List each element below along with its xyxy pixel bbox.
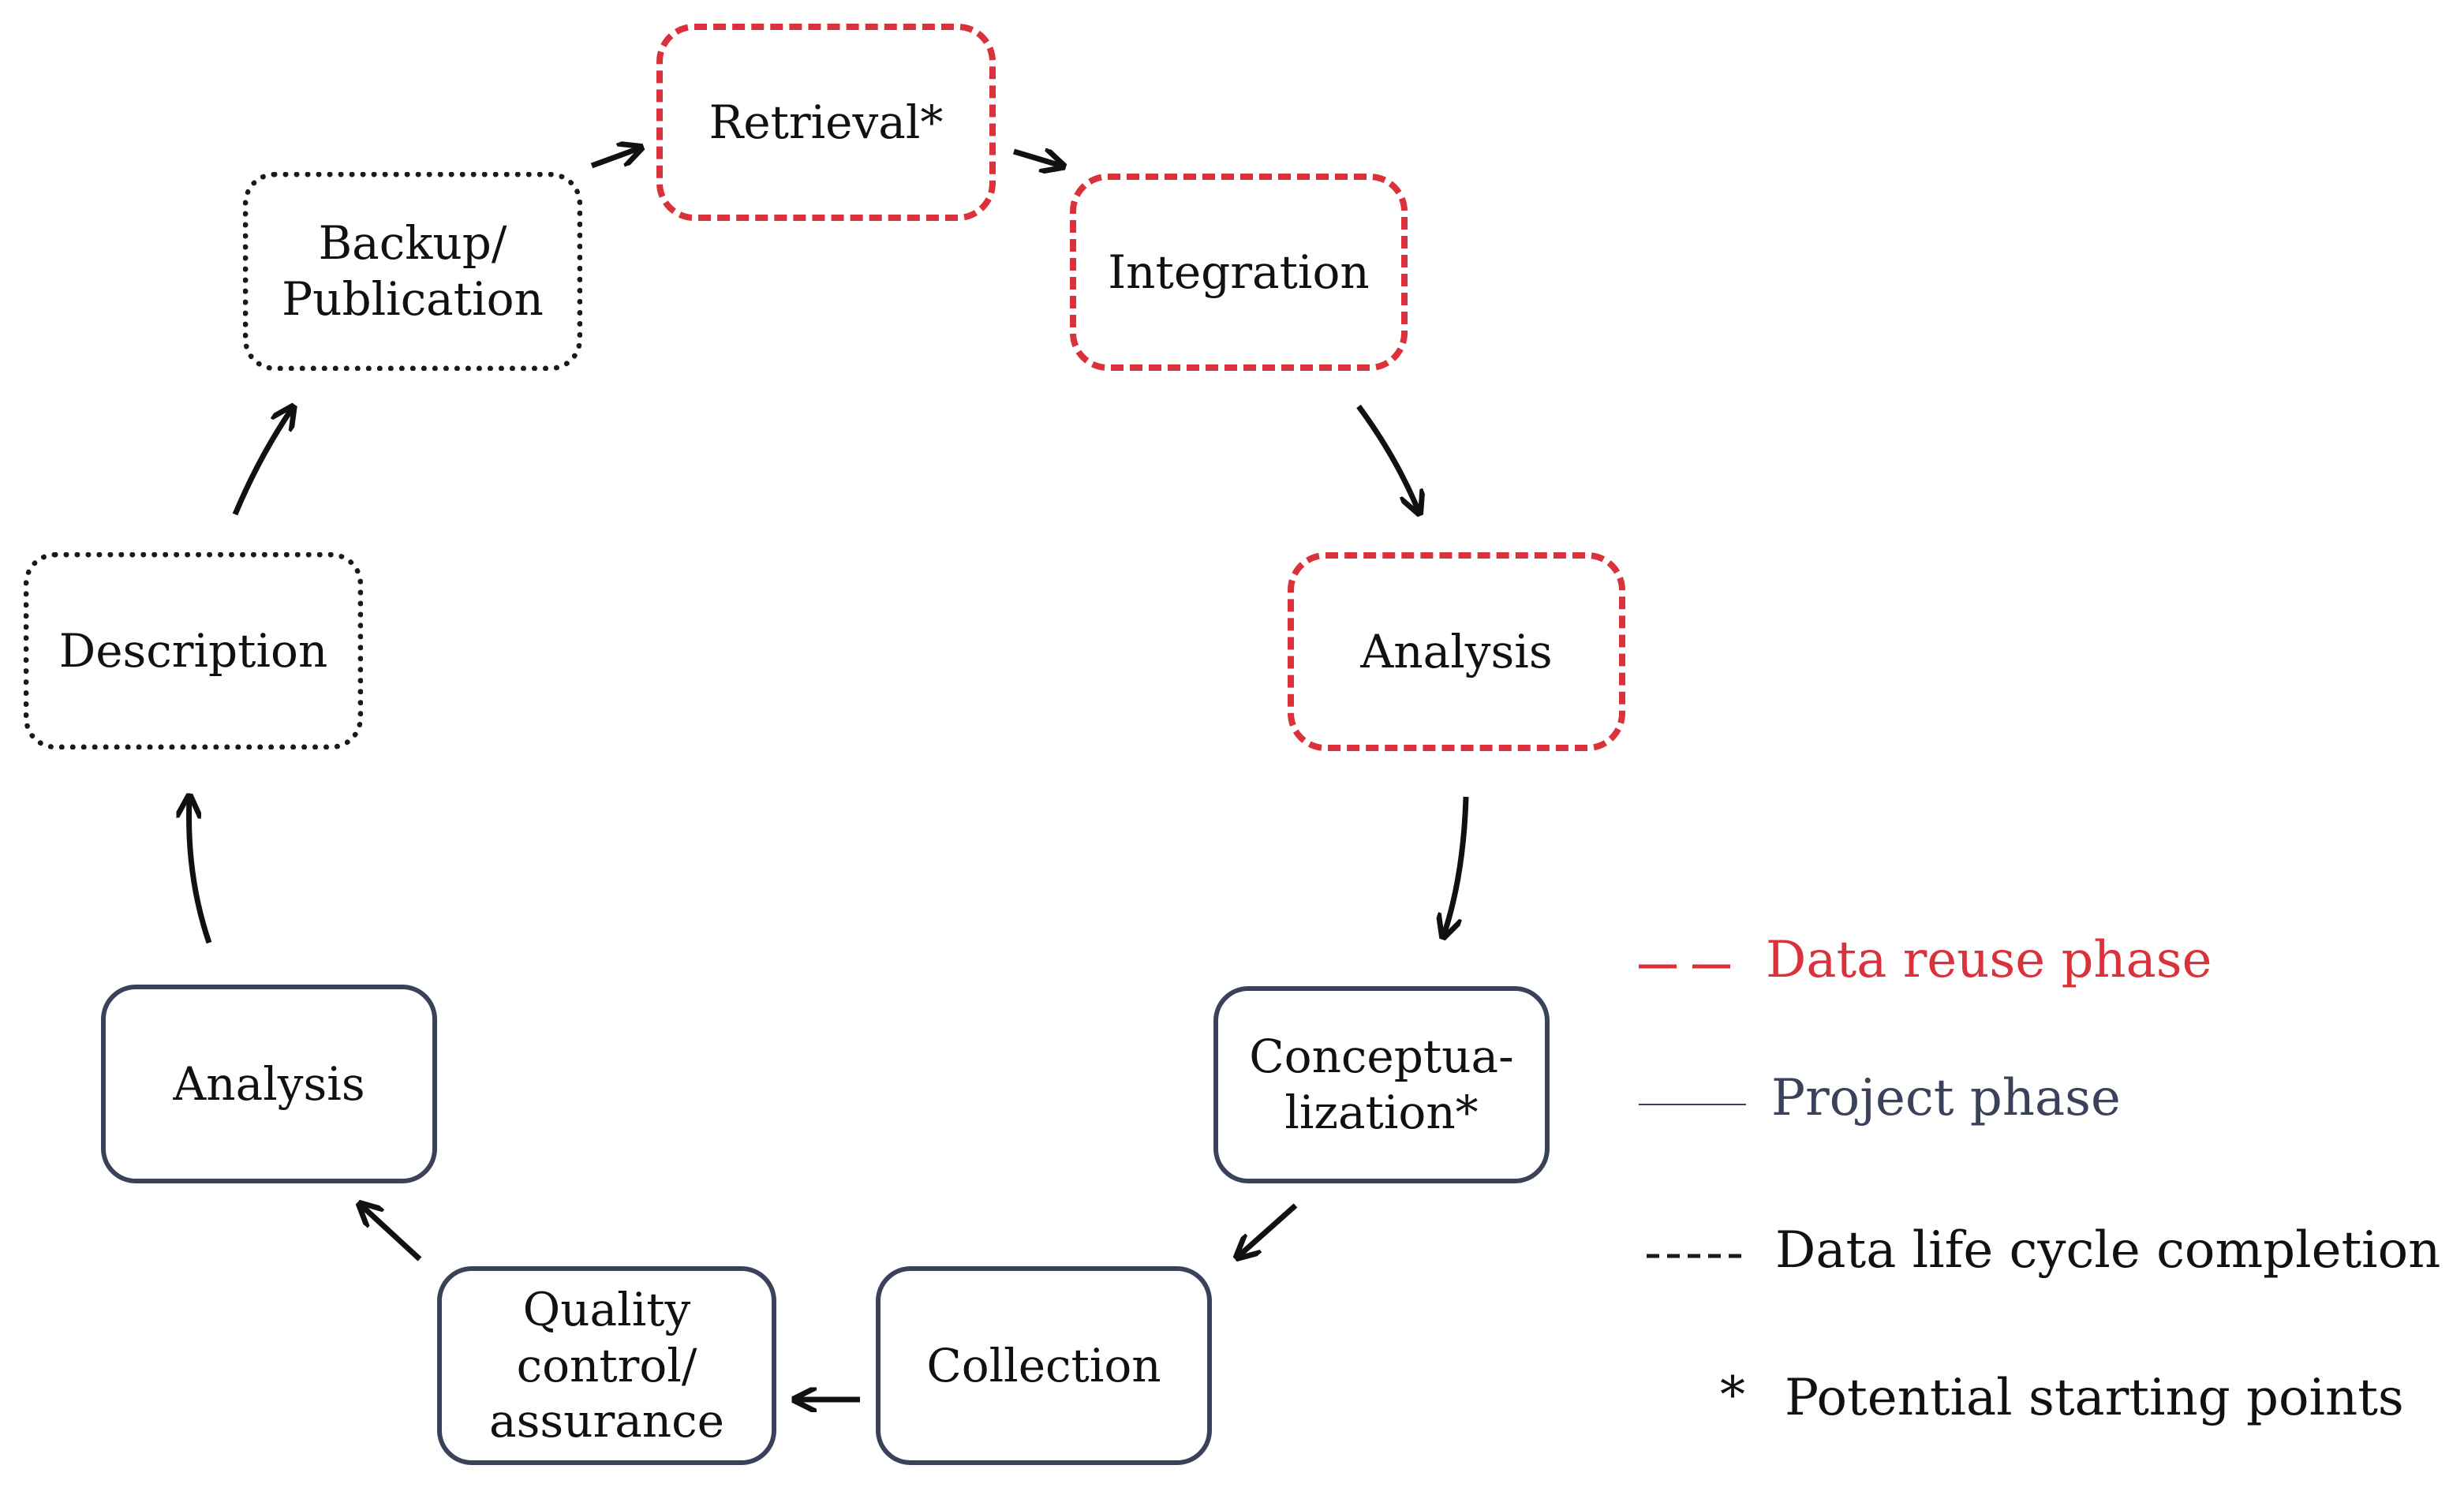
- node-conceptualization-label: Conceptua- lization*: [1249, 1030, 1514, 1139]
- arrow-description-to-backup: [232, 409, 292, 516]
- node-analysis-reuse: Analysis: [1288, 552, 1625, 751]
- node-analysis-project-label: Analysis: [173, 1056, 365, 1111]
- legend-reuse-label: Data reuse phase: [1766, 931, 2212, 989]
- node-integration-label: Integration: [1108, 245, 1370, 299]
- node-analysis-reuse-label: Analysis: [1360, 624, 1553, 678]
- node-quality-control-label: Quality control/ assurance: [489, 1282, 724, 1448]
- node-integration: Integration: [1070, 174, 1408, 371]
- arrow-integration-to-analysis: [1356, 404, 1419, 511]
- node-description-label: Description: [58, 623, 328, 678]
- node-backup-publication-label: Backup/ Publication: [282, 216, 544, 326]
- node-retrieval: Retrieval*: [656, 24, 996, 221]
- legend-completion-label: Data life cycle completion: [1775, 1221, 2441, 1280]
- node-retrieval-label: Retrieval*: [709, 95, 944, 149]
- legend-project-label: Project phase: [1771, 1069, 2121, 1127]
- node-collection-label: Collection: [926, 1338, 1161, 1392]
- arrow-analysis-to-description: [189, 798, 212, 944]
- node-backup-publication: Backup/ Publication: [243, 172, 582, 371]
- arrow-quality-to-analysis: [361, 1205, 422, 1261]
- legend-reuse-line: [1639, 964, 1746, 969]
- arrow-conceptualization-to-collection: [1239, 1203, 1298, 1256]
- arrow-retrieval-to-integration: [1012, 151, 1061, 166]
- legend-project-line: [1639, 1104, 1746, 1105]
- node-analysis-project: Analysis: [101, 985, 437, 1183]
- node-quality-control: Quality control/ assurance: [437, 1266, 776, 1465]
- arrow-backup-to-retrieval: [590, 148, 639, 169]
- node-conceptualization: Conceptua- lization*: [1213, 986, 1550, 1183]
- node-description: Description: [24, 552, 363, 749]
- legend-completion-line: [1647, 1254, 1746, 1258]
- node-collection: Collection: [876, 1266, 1212, 1465]
- legend-starting-label: Potential starting points: [1785, 1369, 2404, 1427]
- arrow-analysis-to-conceptualization: [1444, 796, 1469, 935]
- legend-starting-mark: *: [1720, 1366, 1745, 1425]
